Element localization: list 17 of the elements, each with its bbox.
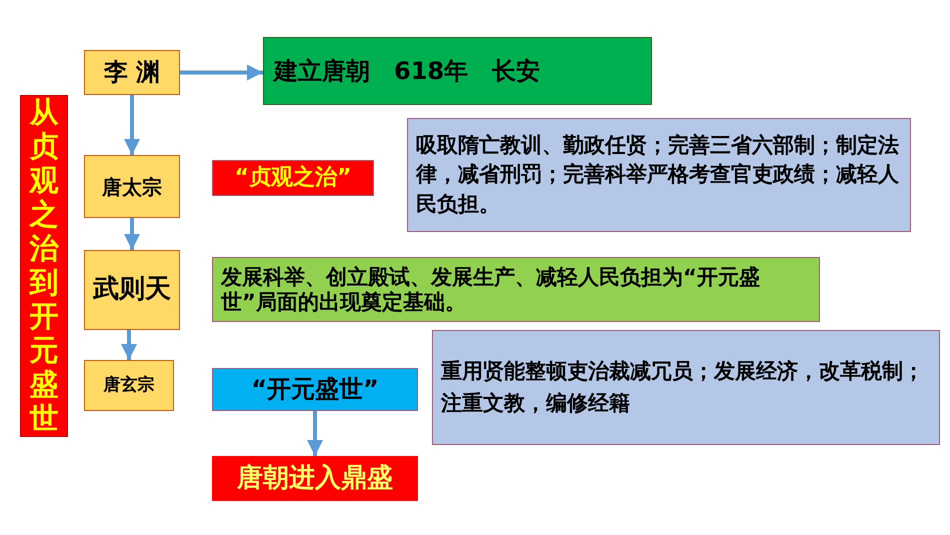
ruler-box: 武则天 bbox=[84, 250, 180, 330]
ruler-box: 李 渊 bbox=[84, 50, 180, 95]
arrow bbox=[124, 95, 140, 155]
arrow bbox=[121, 330, 137, 360]
arrow bbox=[307, 411, 323, 456]
era-box: “开元盛世” bbox=[212, 368, 418, 411]
arrow bbox=[180, 64, 263, 80]
event-box: 建立唐朝 618年 长安 bbox=[263, 37, 652, 105]
title-band: 从贞观之治到开元盛世 bbox=[20, 95, 68, 437]
result-box: 唐朝进入鼎盛 bbox=[212, 456, 418, 501]
era-box: “贞观之治” bbox=[212, 160, 374, 196]
arrow bbox=[124, 218, 140, 250]
ruler-box: 唐太宗 bbox=[84, 155, 180, 218]
ruler-box: 唐玄宗 bbox=[84, 360, 174, 411]
policy-box: 重用贤能整顿吏治裁减冗员；发展经济，改革税制；注重文教，编修经籍 bbox=[432, 330, 940, 445]
policy-box: 发展科举、创立殿试、发展生产、减轻人民负担为“开元盛世”局面的出现奠定基础。 bbox=[212, 257, 820, 322]
policy-box: 吸取隋亡教训、勤政任贤；完善三省六部制；制定法律，减省刑罚；完善科举严格考查官吏政绩；减轻人民负担。 bbox=[407, 118, 911, 232]
